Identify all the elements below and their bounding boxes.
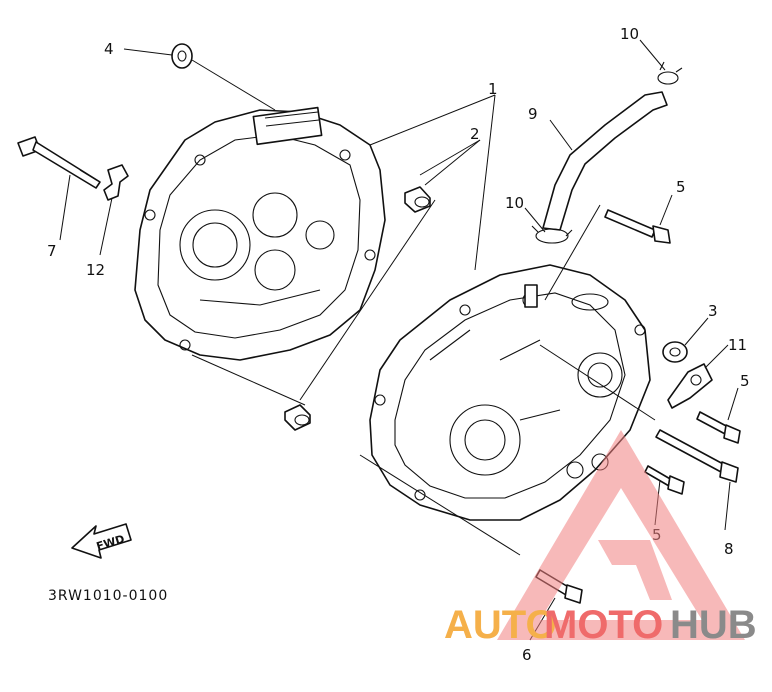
- right-crankcase: [369, 264, 651, 521]
- callout-4: 4: [104, 40, 114, 58]
- bracket-12: [103, 164, 129, 201]
- bolt-8: [655, 429, 739, 483]
- callout-7: 7: [47, 242, 57, 260]
- fwd-arrow: FWD: [71, 523, 132, 559]
- bolt-7: [17, 136, 101, 189]
- clip-10-lower: [531, 225, 573, 244]
- callout-5-right: 5: [740, 372, 750, 390]
- washer-4: [171, 43, 193, 69]
- part-code: 3RW1010-0100: [48, 588, 168, 604]
- callout-11: 11: [728, 336, 747, 354]
- callout-6: 6: [522, 646, 532, 664]
- watermark-auto: AUTO: [444, 603, 557, 647]
- callout-8: 8: [724, 540, 734, 558]
- dowel-pin-upper: [404, 186, 431, 213]
- bolt-5-upper: [604, 209, 671, 244]
- left-crankcase: [134, 106, 386, 361]
- callout-labels: 1 2 3 4 5 5 5 6 7 8 9 10 10 11 12: [47, 25, 750, 664]
- watermark-hub: HUB: [670, 603, 757, 647]
- callout-10-lower: 10: [505, 194, 524, 212]
- bolt-5-right: [696, 411, 741, 444]
- callout-3: 3: [708, 302, 718, 320]
- callout-10-upper: 10: [620, 25, 639, 43]
- dowel-pin-lower: [284, 404, 311, 431]
- callout-2: 2: [470, 125, 480, 143]
- washer-3: [662, 341, 688, 363]
- callout-9: 9: [528, 105, 538, 123]
- watermark-text: AUTO MOTO HUB: [444, 603, 757, 647]
- watermark-triangle-icon: [497, 430, 745, 640]
- callout-12: 12: [86, 261, 105, 279]
- hose-9: [542, 91, 668, 231]
- plate-11: [667, 363, 713, 409]
- watermark-moto: MOTO: [544, 603, 663, 647]
- callout-1: 1: [488, 80, 498, 98]
- watermark-logo: [497, 430, 745, 640]
- bolt-5-lower: [644, 465, 685, 495]
- callout-5-upper: 5: [676, 178, 686, 196]
